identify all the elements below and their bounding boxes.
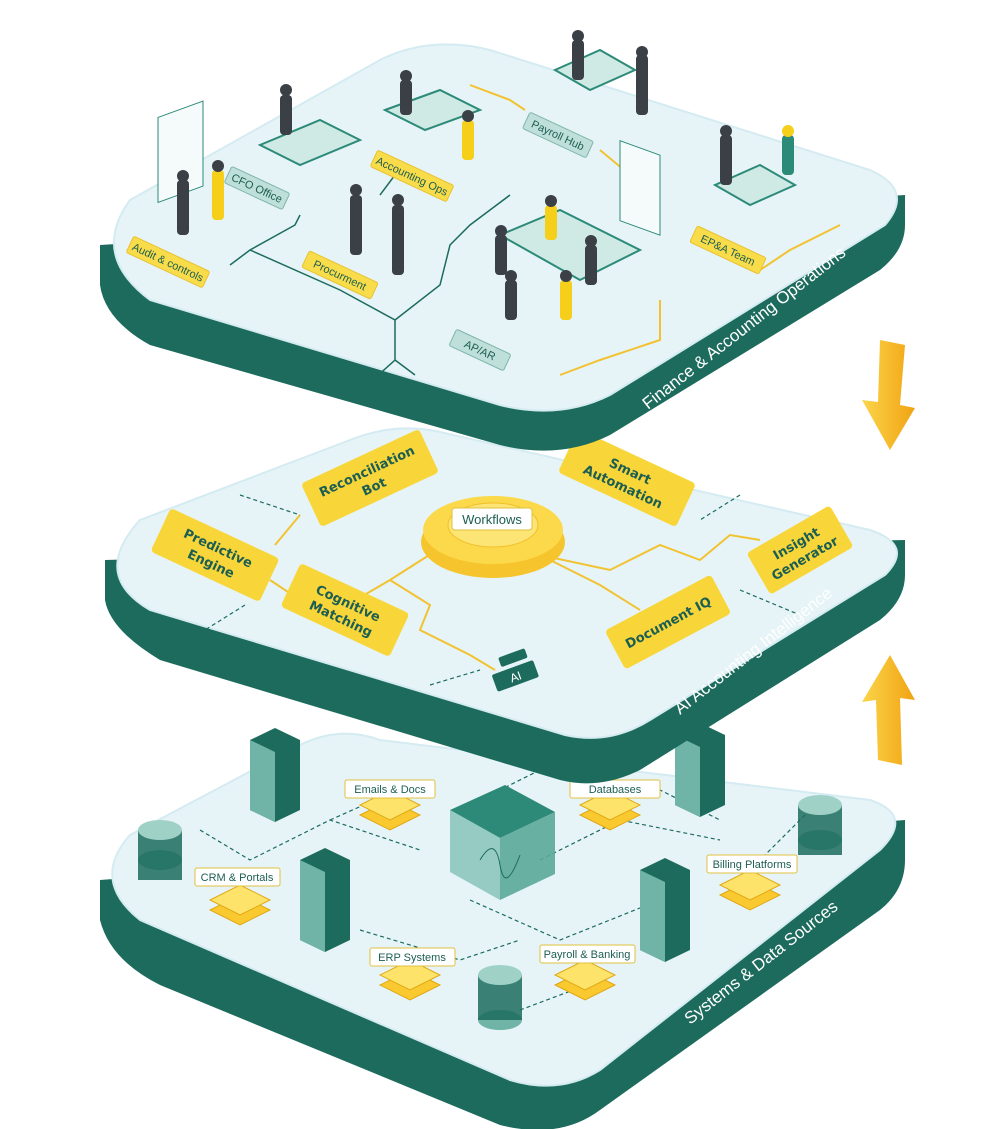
svg-text:CRM & Portals: CRM & Portals <box>201 872 274 884</box>
svg-text:AI: AI <box>508 668 523 685</box>
data-hub-cube-icon <box>450 785 555 900</box>
svg-text:Billing Platforms: Billing Platforms <box>713 859 792 871</box>
svg-text:ERP Systems: ERP Systems <box>378 952 446 964</box>
source-label-emails-docs: Emails & Docs <box>344 779 436 799</box>
database-cylinder-icon <box>138 795 842 1030</box>
source-label-payroll-banking: Payroll & Banking <box>539 944 636 964</box>
office-people-icons <box>177 30 794 320</box>
svg-text:Payroll & Banking: Payroll & Banking <box>544 949 631 961</box>
source-label-billing-platforms: Billing Platforms <box>706 854 798 874</box>
down-arrow-icon <box>862 340 915 450</box>
ai-chip-icon: AI <box>492 648 539 692</box>
systems-data-sources-layer: Emails & Docs Databases CRM & Portals Bi… <box>100 723 905 1129</box>
up-arrow-icon <box>862 655 915 765</box>
source-label-erp-systems: ERP Systems <box>369 947 456 967</box>
source-label-databases: Databases <box>569 779 661 799</box>
svg-text:Workflows: Workflows <box>462 512 522 527</box>
source-label-crm-portals: CRM & Portals <box>194 867 281 887</box>
workflows-hub[interactable]: Workflows <box>421 496 565 578</box>
office-desks <box>157 48 798 282</box>
svg-text:Emails & Docs: Emails & Docs <box>354 784 426 796</box>
svg-text:Databases: Databases <box>589 784 642 796</box>
server-rack-icon <box>250 723 725 962</box>
finance-operations-layer: Audit & controls CFO Office Accounting O… <box>100 30 905 451</box>
